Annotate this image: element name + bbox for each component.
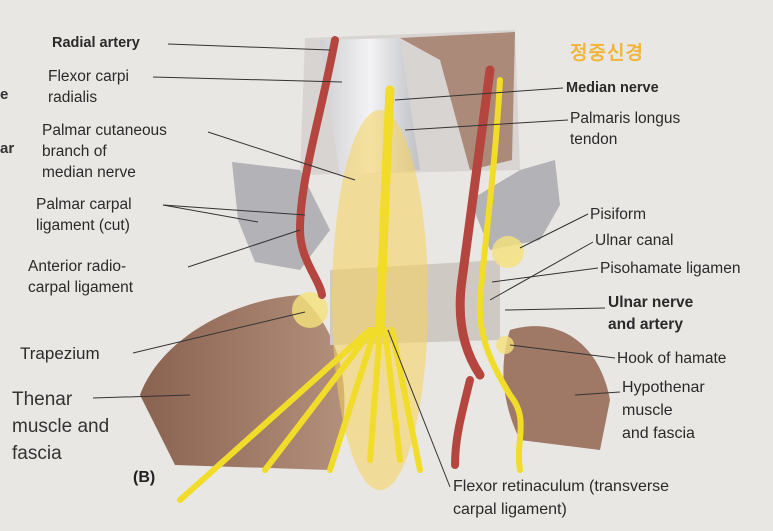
label-palmaris-longus-tendon: Palmaris longus tendon <box>570 110 681 148</box>
ulnar-nerve <box>476 77 524 473</box>
radial-artery <box>295 36 339 299</box>
label-radial-artery: Radial artery <box>52 35 140 51</box>
label-palmar-carpal-ligament: Palmar carpal ligament (cut) <box>36 196 132 234</box>
ulnar-artery-distal <box>451 376 474 469</box>
palmar-carpal-ligament-left <box>232 162 330 270</box>
label-ulnar-nerve-and-artery: Ulnar nerve and artery <box>608 294 694 333</box>
edge-fragment-1: e <box>0 86 9 103</box>
trapezium-highlight <box>292 292 328 328</box>
label-ulnar-canal: Ulnar canal <box>595 232 674 249</box>
label-pisiform: Pisiform <box>590 206 646 223</box>
leader-lines <box>92 43 621 488</box>
label-hook-of-hamate: Hook of hamate <box>617 350 727 367</box>
label-anterior-radiocarpal-ligament: Anterior radio- carpal ligament <box>28 258 134 296</box>
edge-fragment-2: ar <box>0 140 15 157</box>
label-trapezium: Trapezium <box>20 344 100 363</box>
korean-annotation: 정중신경 <box>570 42 644 64</box>
label-palmar-cutaneous-branch: Palmar cutaneous branch of median nerve <box>42 122 167 181</box>
label-median-nerve: Median nerve <box>566 80 659 96</box>
pisiform-highlight <box>492 236 524 268</box>
median-nerve-branches <box>177 327 423 503</box>
label-thenar-muscle: Thenar muscle and fascia <box>12 389 110 464</box>
palmar-carpal-ligament-right <box>470 160 560 250</box>
hook-of-hamate-highlight <box>496 336 514 354</box>
label-flexor-carpi-radialis: Flexor carpi radialis <box>48 68 129 106</box>
figure-label: (B) <box>133 469 156 486</box>
label-hypothenar-muscle: Hypothenar muscle and fascia <box>622 379 705 442</box>
label-pisohamate-ligament: Pisohamate ligamen <box>600 260 741 277</box>
label-flexor-retinaculum: Flexor retinaculum (transverse carpal li… <box>453 478 670 518</box>
median-nerve <box>375 85 395 335</box>
hypothenar-muscle <box>503 326 610 450</box>
ulnar-artery <box>455 65 495 380</box>
brachioradialis-muscle <box>400 32 515 170</box>
